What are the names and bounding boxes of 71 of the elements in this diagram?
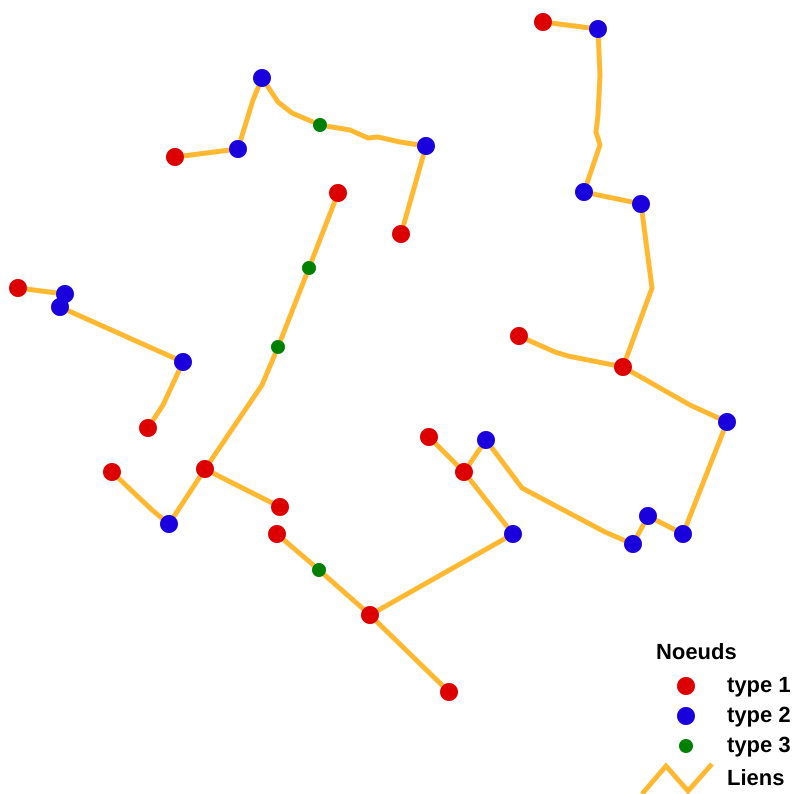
link-line	[238, 85, 261, 142]
link-line	[116, 476, 164, 520]
legend-label: type 2	[727, 702, 791, 728]
node-dot	[639, 507, 657, 525]
node-dot	[268, 525, 286, 543]
node-dot	[534, 13, 552, 31]
link-line	[654, 518, 676, 532]
node-dot	[312, 563, 326, 577]
link-line	[282, 538, 316, 568]
node-dot	[575, 183, 593, 201]
link-line	[684, 429, 726, 527]
node-dot	[504, 525, 522, 543]
node-dot	[589, 20, 607, 38]
link-line	[326, 124, 418, 148]
node-dot	[624, 535, 642, 553]
node-dot	[392, 225, 410, 243]
node-dot	[329, 184, 347, 202]
node-dot	[9, 279, 27, 297]
link-line	[26, 286, 56, 296]
node-dot	[174, 353, 192, 371]
link-line	[526, 337, 615, 368]
node-dot	[510, 327, 528, 345]
node-dot	[160, 515, 178, 533]
link-line	[264, 84, 315, 124]
node-dot	[477, 431, 495, 449]
node-dot	[614, 358, 632, 376]
node-dot	[420, 428, 438, 446]
node-dot	[271, 340, 285, 354]
node-dot	[253, 69, 271, 87]
link-line	[278, 274, 309, 342]
link-line	[150, 369, 182, 422]
node-dot	[674, 525, 692, 543]
link-line	[208, 352, 278, 463]
link-line	[434, 442, 460, 468]
link-line	[322, 572, 365, 611]
link-line	[184, 148, 230, 158]
legend-label: Liens	[727, 765, 784, 791]
link-line	[67, 308, 176, 361]
node-dot	[51, 298, 69, 316]
node-dot	[313, 118, 327, 132]
node-dot	[455, 463, 473, 481]
node-dot	[302, 261, 316, 275]
link-line	[309, 200, 338, 262]
link-line	[376, 536, 506, 613]
node-dot	[103, 463, 121, 481]
legend-heading: Noeuds	[656, 639, 737, 665]
node-dot	[632, 195, 650, 213]
node-dot	[196, 460, 214, 478]
node-dot	[361, 606, 379, 624]
node-dot	[229, 140, 247, 158]
legend-label: type 3	[727, 732, 791, 758]
link-line	[172, 475, 202, 518]
node-dot	[271, 498, 289, 516]
node-dot	[139, 419, 157, 437]
link-line	[401, 154, 426, 226]
link-line	[552, 20, 590, 30]
link-line	[212, 470, 274, 506]
link-line	[635, 522, 646, 538]
node-dot	[440, 683, 458, 701]
link-line	[468, 478, 510, 528]
node-dot	[417, 137, 435, 155]
link-line	[374, 620, 444, 688]
link-line	[624, 212, 654, 360]
link-line	[489, 446, 626, 543]
link-line	[630, 369, 720, 420]
link-line	[584, 38, 602, 184]
legend-label: type 1	[727, 672, 791, 698]
link-line	[467, 446, 483, 466]
node-dot	[166, 148, 184, 166]
link-line	[592, 191, 633, 205]
node-dot	[718, 413, 736, 431]
